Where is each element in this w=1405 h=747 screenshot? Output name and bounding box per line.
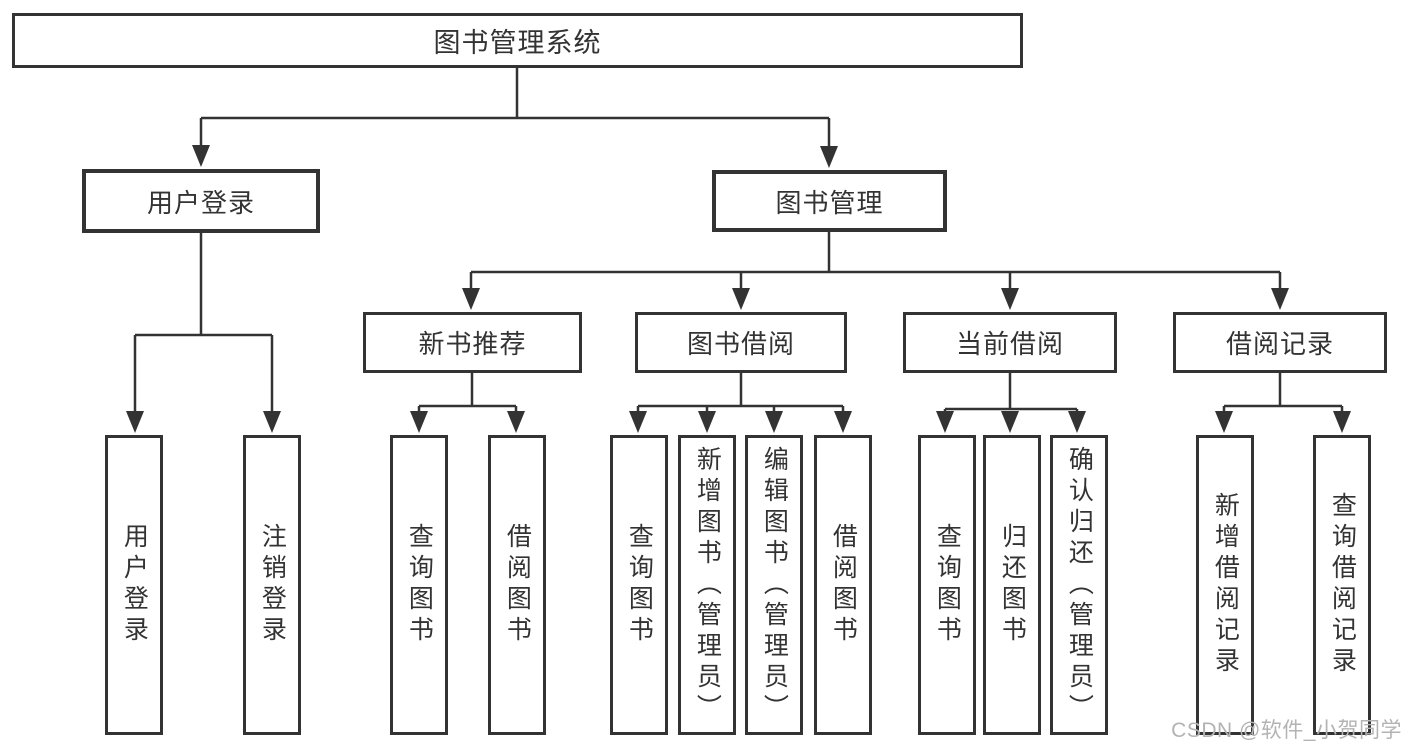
leaf-query-books-1: 查询图书	[390, 435, 448, 735]
leaf-borrow-books-2: 借阅图书	[814, 435, 872, 735]
node-user-login: 用户登录	[82, 169, 320, 233]
leaf-add-borrow-record: 新增借阅记录	[1196, 435, 1254, 735]
leaf-logout: 注销登录	[243, 435, 301, 735]
node-new-book-recommend: 新书推荐	[363, 312, 582, 373]
leaf-query-borrow-record: 查询借阅记录	[1313, 435, 1371, 735]
node-current-borrow: 当前借阅	[903, 312, 1117, 373]
leaf-add-book-admin: 新增图书（管理员）	[678, 435, 736, 735]
node-book-borrow: 图书借阅	[635, 312, 847, 373]
leaf-edit-book-admin: 编辑图书（管理员）	[745, 435, 803, 735]
leaf-confirm-return-admin: 确认归还（管理员）	[1050, 435, 1108, 735]
leaf-query-books-3: 查询图书	[918, 435, 976, 735]
node-system-root: 图书管理系统	[12, 13, 1023, 68]
node-borrow-records: 借阅记录	[1173, 312, 1387, 373]
leaf-query-books-2: 查询图书	[610, 435, 668, 735]
leaf-borrow-books-1: 借阅图书	[488, 435, 546, 735]
leaf-user-login: 用户登录	[105, 435, 163, 735]
node-book-management: 图书管理	[712, 170, 947, 232]
leaf-return-book: 归还图书	[983, 435, 1041, 735]
watermark: CSDN @软件_小贺同学	[1171, 719, 1402, 742]
